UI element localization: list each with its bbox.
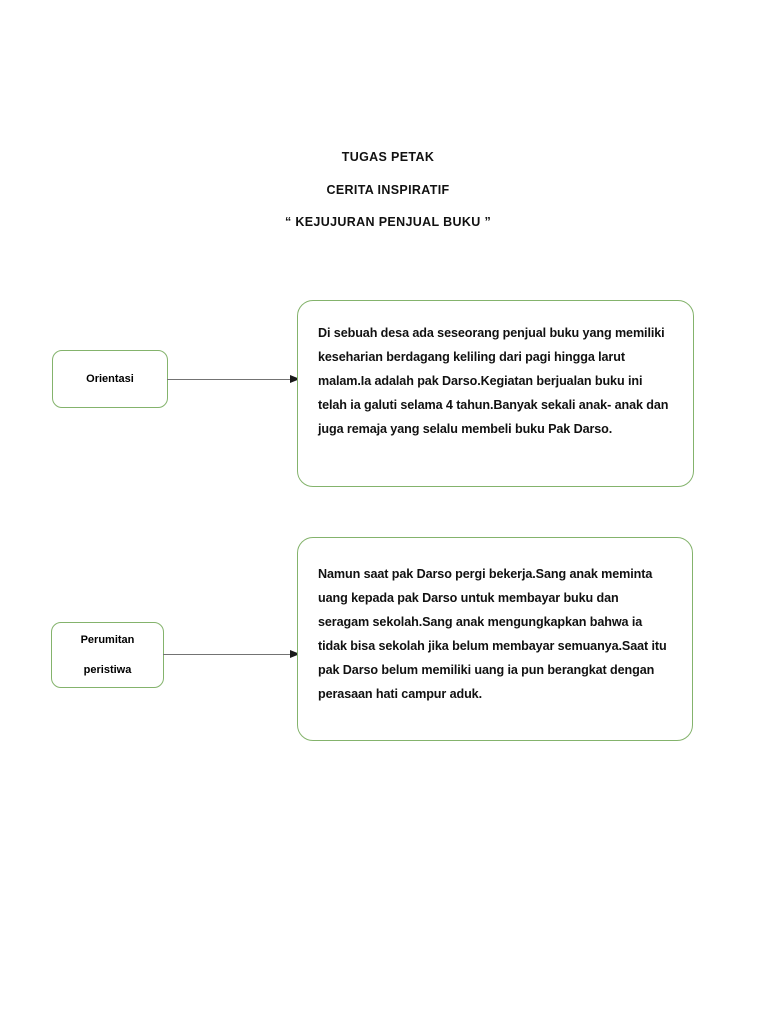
stage-label-text-line2: peristiwa xyxy=(83,664,132,676)
content-box-perumitan-peristiwa: Namun saat pak Darso pergi bekerja.Sang … xyxy=(297,537,693,741)
connector-arrow-orientasi xyxy=(167,374,300,384)
title-line-cerita-inspiratif: CERITA INSPIRATIF xyxy=(326,183,450,197)
arrow-line xyxy=(167,378,290,380)
stage-label-box-orientasi: Orientasi xyxy=(52,350,168,408)
content-box-orientasi: Di sebuah desa ada seseorang penjual buk… xyxy=(297,300,694,487)
arrow-line xyxy=(163,653,290,655)
title-line-story-title: “ KEJUJURAN PENJUAL BUKU ” xyxy=(284,215,492,229)
document-title-block: TUGAS PETAK CERITA INSPIRATIF “ KEJUJURA… xyxy=(0,150,768,230)
title-line-tugas-petak: TUGAS PETAK xyxy=(341,150,435,164)
arrow-head-icon xyxy=(290,649,300,658)
stage-label-text-line1: Perumitan xyxy=(80,634,135,646)
stage-label-text: Orientasi xyxy=(86,373,134,385)
content-paragraph: Namun saat pak Darso pergi bekerja.Sang … xyxy=(318,567,667,701)
content-paragraph: Di sebuah desa ada seseorang penjual buk… xyxy=(318,326,669,436)
connector-arrow-perumitan-peristiwa xyxy=(163,649,300,659)
stage-label-box-perumitan-peristiwa: Perumitan peristiwa xyxy=(51,622,164,688)
arrow-head-icon xyxy=(290,374,300,383)
